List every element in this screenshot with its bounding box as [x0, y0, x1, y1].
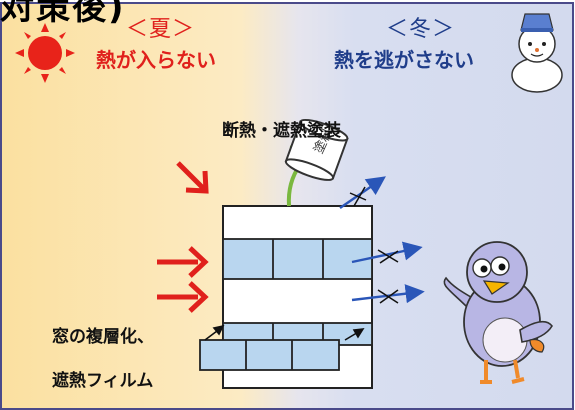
coating-label: 断熱・遮熱塗装: [222, 121, 341, 141]
window-label-line1: 窓の複層化、: [52, 327, 154, 347]
summer-caption: 熱が入らない: [96, 48, 216, 72]
winter-heading: ＜冬＞: [386, 17, 456, 42]
window-panel: [199, 339, 340, 371]
summer-heading: ＜夏＞: [126, 17, 196, 42]
pointer-arrows: [204, 324, 365, 341]
winter-caption: 熱を逃がさない: [334, 48, 474, 72]
sun-icon: [15, 23, 75, 83]
window-label-line2: 遮熱フィルム: [52, 371, 154, 391]
heat-loss-arrows: [339, 176, 425, 304]
snowman-icon: [511, 13, 563, 93]
paint-can-icon: 塗料: [284, 118, 349, 207]
heat-arrows: [157, 161, 209, 313]
page-title: 対策後): [0, 0, 126, 28]
bird-mascot-icon: [443, 241, 553, 384]
